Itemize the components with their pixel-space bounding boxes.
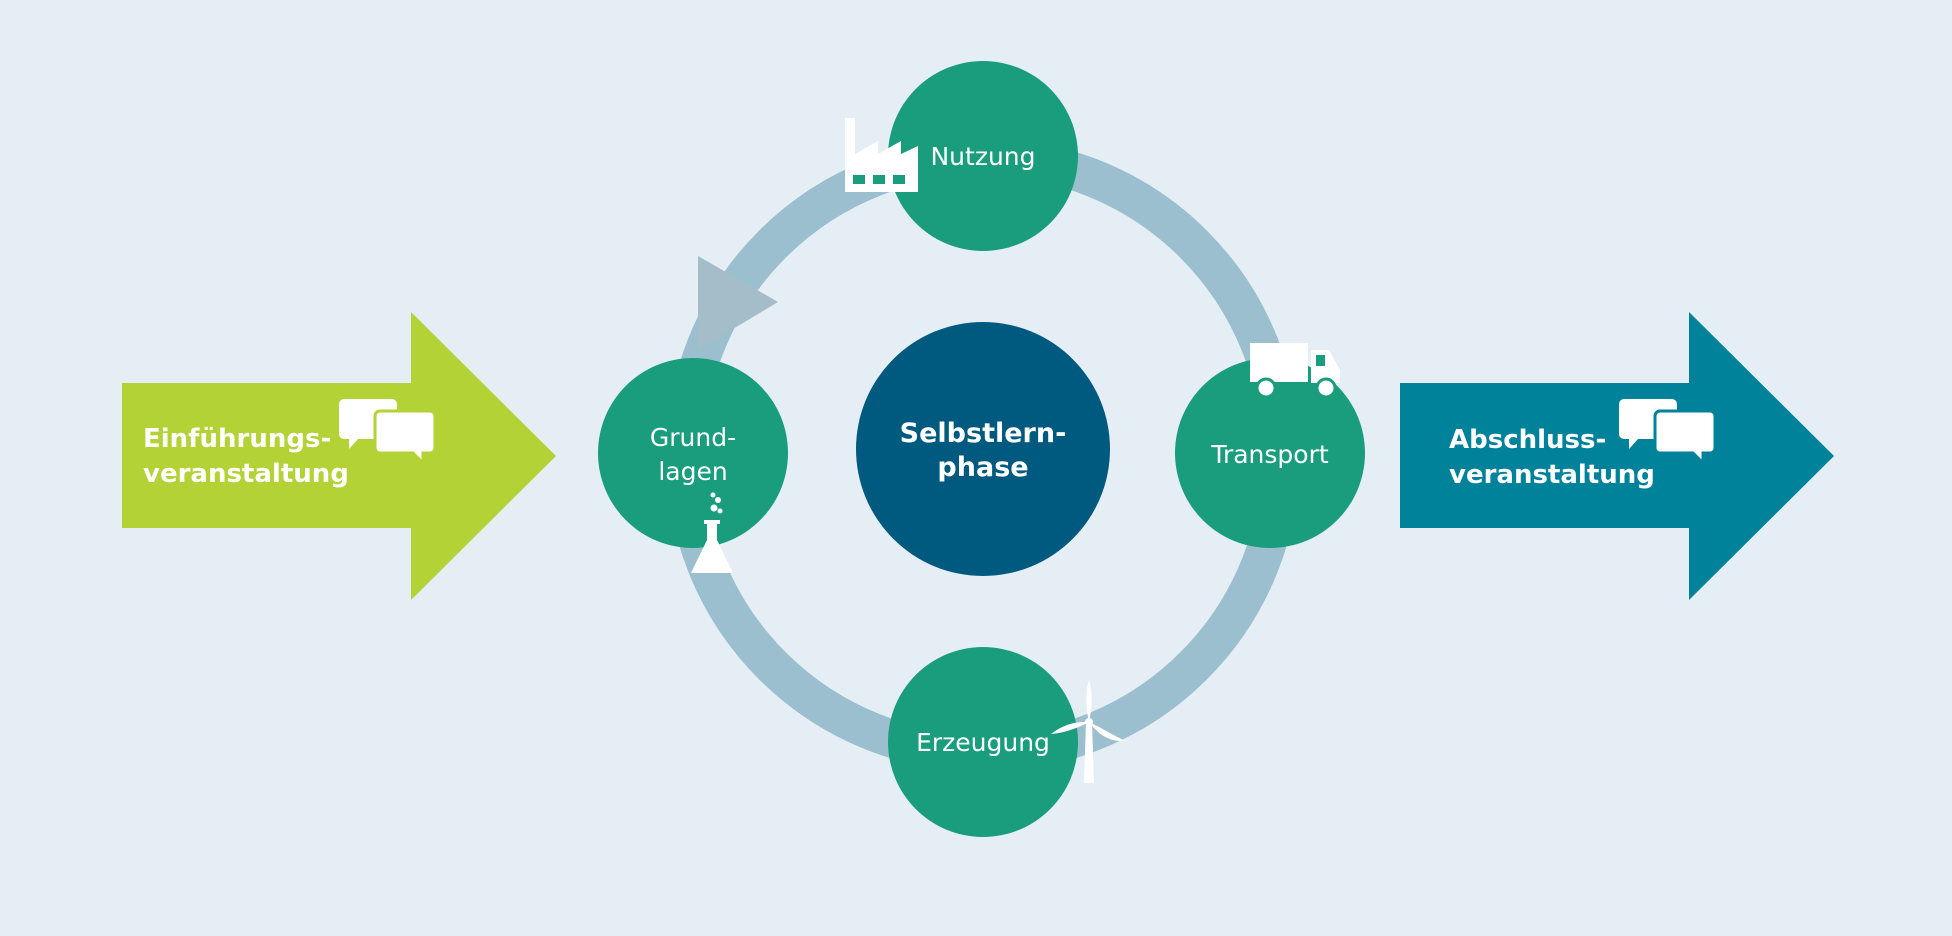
- closing-label-line1: Abschluss-: [1449, 425, 1606, 455]
- cycle-node-nutzung: Nutzung: [845, 61, 1078, 251]
- node-circle: [888, 647, 1078, 837]
- cycle-node-grundlagen: Grund- lagen: [598, 358, 788, 573]
- node-label-line2: lagen: [658, 457, 727, 486]
- intro-label-line2: veranstaltung: [143, 459, 349, 489]
- closing-label-line2: veranstaltung: [1449, 460, 1655, 490]
- cycle-node-transport: Transport: [1175, 343, 1365, 548]
- closing-arrow-shape: [1400, 312, 1834, 600]
- center-label-line2: phase: [937, 452, 1028, 483]
- node-label: Erzeugung: [916, 728, 1050, 757]
- closing-arrow: Abschluss- veranstaltung: [1400, 312, 1834, 600]
- truck-icon: [1250, 343, 1340, 399]
- wind-turbine-icon: [1051, 680, 1126, 783]
- node-circle: [598, 358, 788, 548]
- center-node: Selbstlern- phase: [856, 322, 1110, 576]
- flask-icon: [691, 492, 733, 573]
- factory-icon: [845, 118, 918, 192]
- node-circle: [888, 61, 1078, 251]
- speech-bubbles-icon: [1619, 399, 1717, 467]
- intro-label-line1: Einführungs-: [143, 424, 331, 454]
- cycle-node-erzeugung: Erzeugung: [888, 647, 1126, 837]
- intro-arrow-shape: [122, 312, 556, 600]
- node-circle: [1175, 358, 1365, 548]
- intro-arrow: Einführungs- veranstaltung: [122, 312, 556, 600]
- node-label-line1: Grund-: [650, 423, 736, 452]
- speech-bubbles-icon: [339, 399, 437, 467]
- node-label: Transport: [1210, 440, 1329, 469]
- cycle-direction-arrow: [698, 256, 778, 350]
- node-label: Nutzung: [930, 142, 1035, 171]
- center-circle: [856, 322, 1110, 576]
- center-label-line1: Selbstlern-: [900, 418, 1067, 449]
